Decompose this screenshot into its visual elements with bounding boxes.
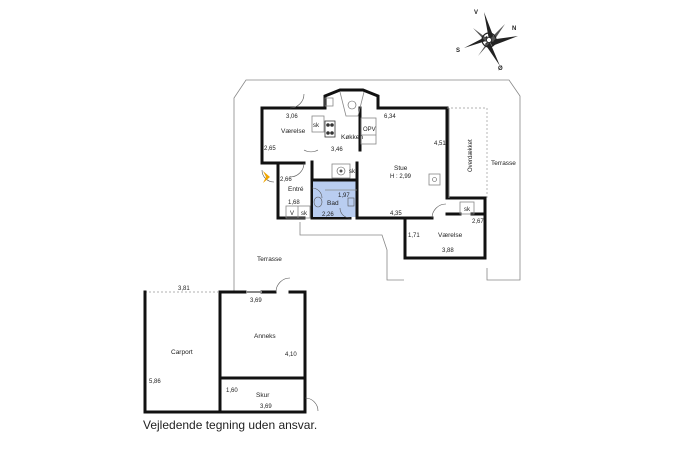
room-stue-dim-c: 4,35	[390, 211, 402, 217]
room-vaerelse-2-sk: sk	[464, 207, 471, 213]
bath-cabinet	[331, 163, 351, 179]
fireplace-icon	[428, 173, 441, 186]
carport-name: Carport	[171, 349, 193, 356]
toilet-icon	[313, 196, 323, 208]
compass-west: V	[474, 10, 478, 16]
bathroom-area	[313, 181, 356, 217]
room-bad-dim-a: 1,97	[338, 193, 350, 199]
anneks-dim-a: 3,69	[250, 298, 262, 304]
room-bad-dim-b: 2,26	[322, 212, 334, 218]
heater-icon	[336, 166, 346, 176]
room-stue-name: Stue	[394, 165, 408, 172]
room-koekken-dim: 3,46	[331, 147, 343, 153]
room-vaerelse-1-dim-b: 2,65	[264, 146, 276, 152]
room-entre-dim-a: 2,66	[280, 177, 292, 183]
kitchen-sink-icon	[347, 100, 357, 110]
terrace-outline	[233, 79, 521, 292]
room-entre-dim-b: 1,68	[288, 200, 300, 206]
room-koekken-name: Køkken	[341, 134, 363, 141]
compass-north: N	[512, 26, 516, 32]
compass-south: S	[456, 48, 460, 54]
room-bad-name: Bad	[327, 200, 339, 207]
room-vaerelse-1-sk: sk	[313, 123, 320, 129]
disclaimer-caption: Vejledende tegning uden ansvar.	[143, 418, 318, 432]
skur-dim-a: 1,60	[226, 388, 238, 394]
room-vaerelse-2-dim-c: 2,67	[472, 219, 484, 225]
room-entre-name: Entré	[288, 186, 304, 193]
sink-icon	[347, 197, 355, 207]
stove-icon	[324, 120, 336, 138]
room-stue-dim-a: 6,34	[384, 114, 396, 120]
room-stue-height: H : 2,99	[390, 174, 412, 180]
outbuildings	[143, 290, 307, 414]
room-stue-dim-b: 4,51	[434, 141, 446, 147]
terrasse-right-label: Terrasse	[491, 160, 516, 167]
room-vaerelse-2-name: Værelse	[438, 232, 463, 239]
room-entre-v: V	[290, 211, 294, 217]
room-entre-sk: sk	[301, 211, 308, 217]
anneks-dim-b: 4,10	[285, 352, 297, 358]
compass-east: Ø	[498, 66, 503, 72]
anneks-name: Anneks	[254, 333, 276, 340]
room-bad-sk: sk	[349, 169, 356, 175]
skur-name: Skur	[256, 392, 270, 399]
room-vaerelse-2-dim-a: 1,71	[408, 233, 420, 239]
compass-icon: V N S Ø	[456, 10, 518, 72]
skur-dim-b: 3,69	[260, 404, 272, 410]
room-vaerelse-2-dim-b: 3,88	[442, 248, 454, 254]
room-vaerelse-1-dim-a: 3,06	[286, 114, 298, 120]
overdaekket-label: Overdækket	[468, 139, 474, 172]
room-koekken-opv: OPV	[363, 127, 376, 133]
entrance-arrow-icon	[263, 171, 270, 183]
terrasse-bottom-label: Terrasse	[257, 256, 282, 263]
carport-dim-b: 5,86	[149, 379, 161, 385]
carport-dim-a: 3,81	[178, 286, 190, 292]
room-vaerelse-1-name: Værelse	[281, 128, 306, 135]
